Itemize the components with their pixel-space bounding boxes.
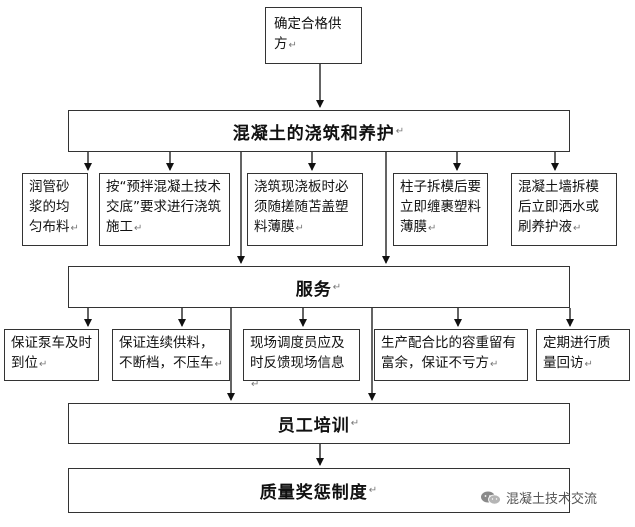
return-mark: ↵ [134, 223, 143, 234]
watermark-text: 混凝土技术交流 [506, 492, 598, 507]
return-mark: ↵ [395, 125, 406, 137]
return-mark: ↵ [214, 359, 223, 370]
stage-service: 服务↵ [68, 266, 570, 308]
item-quality-revisit: 定期进行质量回访↵ [536, 329, 630, 381]
item-column-film-wrap: 柱子拆模后要立即缠裹塑料薄膜↵ [393, 173, 488, 246]
return-mark: ↵ [295, 223, 304, 234]
return-mark: ↵ [332, 281, 343, 293]
stage-service-title: 服务 [295, 279, 332, 300]
stage-reward-penalty-title: 质量奖惩制度 [259, 483, 368, 503]
return-mark: ↵ [573, 223, 582, 234]
return-mark: ↵ [584, 359, 593, 370]
item-mix-surplus: 生产配合比的容重留有富余，保证不亏方↵ [374, 329, 528, 381]
stage-staff-training: 员工培训↵ [68, 403, 570, 444]
return-mark: ↵ [368, 485, 379, 496]
stage-pouring-curing-title: 混凝土的浇筑和养护 [232, 123, 395, 144]
item-continuous-supply: 保证连续供料，不断档，不压车↵ [112, 329, 230, 381]
return-mark: ↵ [428, 223, 437, 234]
watermark: 混凝土技术交流 [480, 488, 597, 507]
item-technical-briefing: 按“预拌混凝土技术交底”要求进行浇筑施工↵ [99, 173, 230, 246]
item-wall-watering: 混凝土墙拆模后立即洒水或刷养护液↵ [511, 173, 617, 246]
stage-reward-penalty: 质量奖惩制度↵ [68, 468, 570, 513]
item-mortar-distribution: 润管砂浆的均匀布料↵ [22, 173, 88, 246]
stage-pouring-curing: 混凝土的浇筑和养护↵ [68, 110, 570, 152]
item-slab-film-cover: 浇筑现浇板时必须随搓随苫盖塑料薄膜↵ [247, 173, 363, 246]
return-mark: ↵ [251, 379, 260, 390]
return-mark: ↵ [70, 223, 79, 234]
wechat-icon [481, 491, 501, 504]
item-site-feedback: 现场调度员应及时反馈现场信息↵ [243, 329, 360, 390]
return-mark: ↵ [288, 40, 297, 51]
return-mark: ↵ [350, 418, 361, 429]
item-pump-on-time: 保证泵车及时到位↵ [4, 329, 99, 381]
stage-staff-training-title: 员工培训 [277, 416, 350, 436]
node-qualified-supplier-text: 确定合格供方 [274, 16, 342, 52]
return-mark: ↵ [490, 359, 499, 370]
return-mark: ↵ [39, 359, 48, 370]
node-qualified-supplier: 确定合格供方↵ [265, 7, 362, 64]
